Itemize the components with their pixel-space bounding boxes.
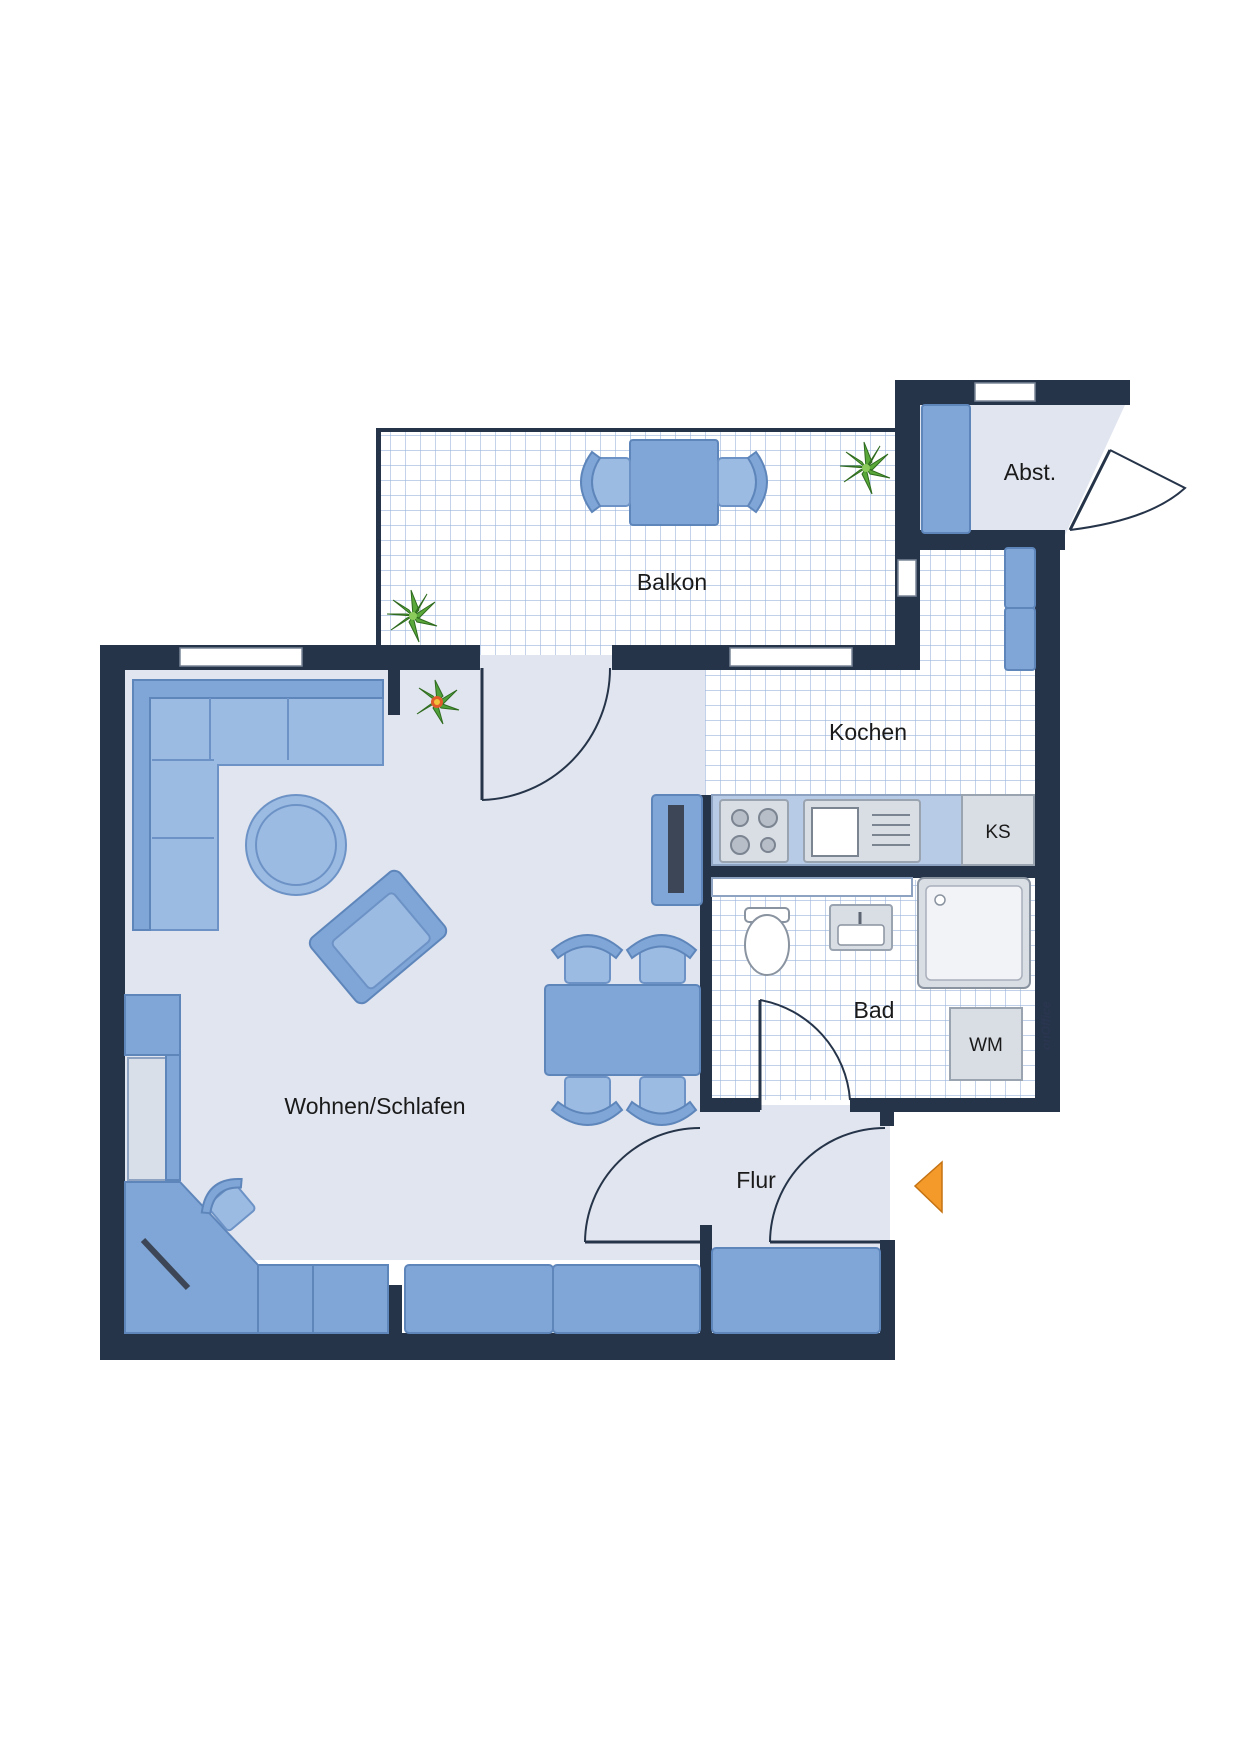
kitchen-oven-unit <box>651 794 703 906</box>
desk-chair <box>200 1178 256 1232</box>
room-label-flur: Flur <box>736 1167 776 1193</box>
walls <box>100 380 1130 1360</box>
dining-chair <box>550 1076 624 1126</box>
round-table <box>245 794 347 896</box>
fridge-label: KS <box>985 822 1010 843</box>
dining-chair <box>625 1076 698 1126</box>
door <box>1068 449 1187 531</box>
dining-table <box>544 984 701 1076</box>
washing-machine <box>949 1007 1023 1081</box>
kitchen-upper-cabinet <box>1004 607 1036 671</box>
corner-sofa <box>132 679 384 931</box>
washing-machine-label: WM <box>969 1035 1003 1056</box>
flur-floor <box>705 1105 890 1260</box>
window <box>897 559 917 597</box>
flur-cabinet <box>711 1247 881 1334</box>
room-label-wohnen-schlafen: Wohnen/Schlafen <box>284 1093 465 1119</box>
window <box>179 647 303 667</box>
door <box>769 1127 886 1244</box>
plant-icon <box>416 679 460 725</box>
balcony-table <box>629 439 719 526</box>
plant-icon <box>386 589 438 643</box>
toilet <box>744 907 790 976</box>
entrance-arrow-icon <box>913 1160 943 1214</box>
balcony-chair <box>580 450 631 514</box>
door <box>758 999 851 1110</box>
window <box>729 647 853 667</box>
room-label-abst: Abst. <box>1004 459 1056 485</box>
kitchen-upper-cabinet <box>1004 547 1036 609</box>
armchair <box>308 869 448 1005</box>
kochen-floor <box>705 548 1035 798</box>
bath-shelf <box>711 877 913 897</box>
dining-chair <box>550 934 624 984</box>
balcony-chair <box>717 450 768 514</box>
door <box>584 1127 701 1244</box>
kitchen-sink <box>803 799 921 863</box>
room-label-bad: Bad <box>854 997 895 1023</box>
logo: onOffice <box>1039 1001 1053 1050</box>
bottom-cabinets <box>257 1264 701 1334</box>
fridge <box>961 794 1035 866</box>
shower-tray <box>917 877 1031 989</box>
storage-shelf <box>921 404 971 534</box>
cooktop <box>719 799 789 863</box>
round-table-inner <box>255 804 337 886</box>
window <box>974 382 1036 402</box>
room-label-kochen: Kochen <box>829 719 907 745</box>
abst-floor <box>920 405 1125 535</box>
plant-icon <box>839 441 891 495</box>
dining-chair <box>625 934 698 984</box>
wardrobe <box>124 994 181 1181</box>
wash-basin <box>829 904 893 951</box>
door <box>480 667 611 801</box>
room-label-balkon: Balkon <box>637 569 707 595</box>
